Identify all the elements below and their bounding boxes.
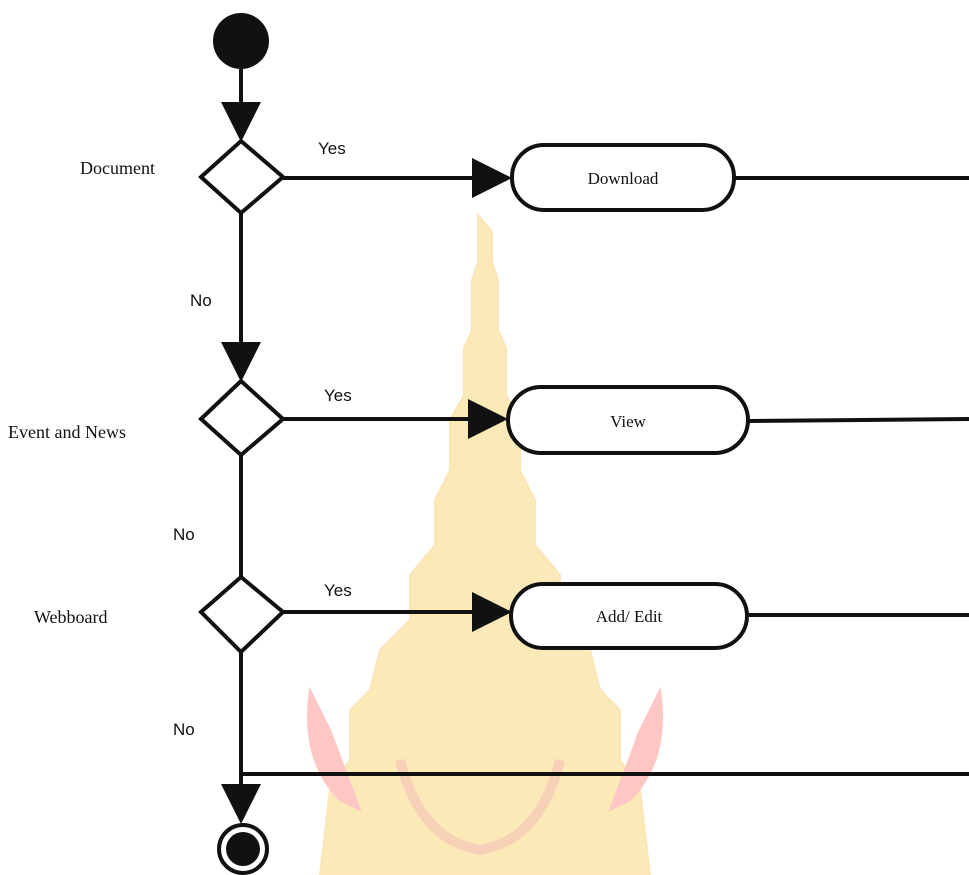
- decision-label-document: Document: [80, 158, 155, 178]
- watermark-emblem-icon: [307, 212, 663, 875]
- end-node-inner: [226, 832, 260, 866]
- decision-diamond-event: [198, 378, 287, 458]
- no-label-webboard: No: [173, 720, 195, 739]
- yes-label-document: Yes: [318, 139, 346, 158]
- action-label-view: View: [610, 412, 647, 431]
- yes-label-event: Yes: [324, 386, 352, 405]
- decision-diamond-webboard: [198, 574, 287, 655]
- decision-diamond-document: [198, 138, 287, 216]
- decision-label-webboard: Webboard: [34, 607, 108, 627]
- action-label-download: Download: [588, 169, 659, 188]
- no-label-event: No: [173, 525, 195, 544]
- yes-label-webboard: Yes: [324, 581, 352, 600]
- view-output-line: [747, 417, 969, 423]
- action-label-add-edit: Add/ Edit: [596, 607, 663, 626]
- action-node-add-edit: [509, 582, 749, 650]
- action-node-download: [510, 143, 736, 212]
- start-node: [213, 13, 269, 69]
- decision-label-event: Event and News: [8, 422, 126, 442]
- action-node-view: [506, 385, 750, 455]
- no-label-document: No: [190, 291, 212, 310]
